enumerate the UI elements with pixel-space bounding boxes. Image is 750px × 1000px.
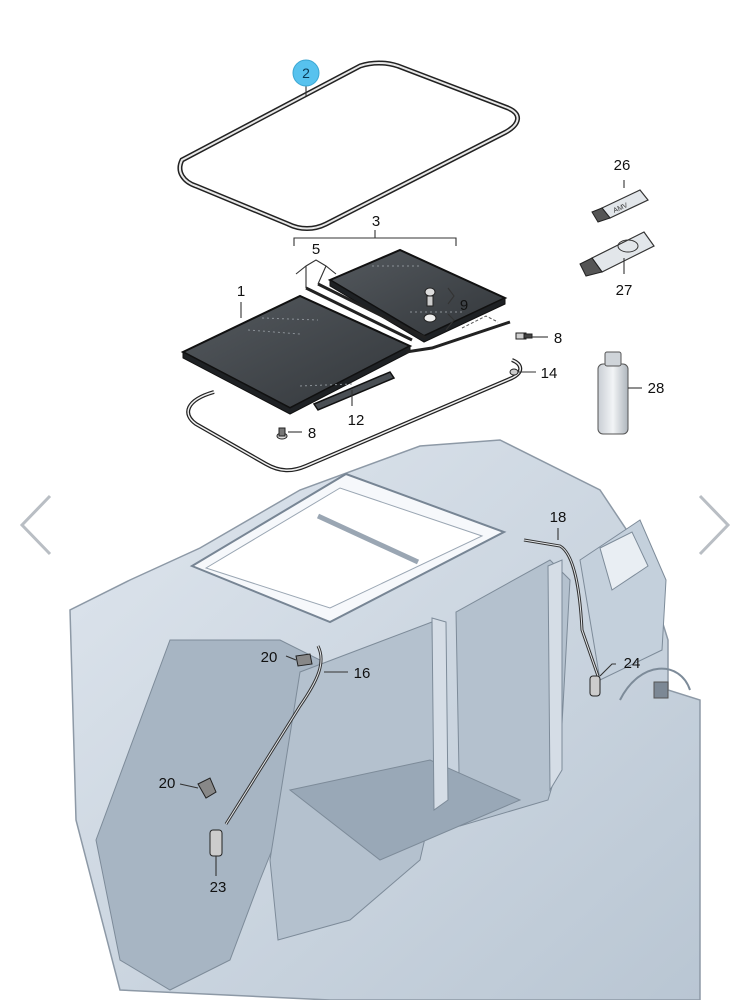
callout-16[interactable]: 16: [354, 665, 371, 682]
sealant-tube-27: [579, 231, 655, 277]
roof-seal: [177, 60, 520, 231]
callout-1[interactable]: 1: [237, 283, 245, 300]
callout-18[interactable]: 18: [550, 509, 567, 526]
callout-2[interactable]: 2: [302, 65, 310, 81]
drain-valve-23: [209, 829, 223, 857]
callout-5[interactable]: 5: [312, 241, 320, 258]
callout-8-right[interactable]: 8: [554, 330, 562, 347]
callout-23[interactable]: 23: [210, 879, 227, 896]
panel-seal-strips: [305, 282, 511, 354]
drain-valve-24: [589, 675, 601, 697]
cleaner-bottle-28: [597, 351, 629, 435]
grommet-20-lower: [197, 777, 217, 799]
callout-14[interactable]: 14: [541, 365, 558, 382]
callout-26[interactable]: 26: [614, 157, 631, 174]
callout-3[interactable]: 3: [372, 213, 380, 230]
leader-lines: [179, 84, 642, 876]
callout-12[interactable]: 12: [348, 412, 365, 429]
drain-hose-16: [224, 645, 323, 825]
sealant-tube-26: AMV: [591, 189, 649, 223]
drain-hose-18: [523, 538, 600, 677]
fastener-set-9: [423, 287, 499, 329]
vehicle-body: [69, 439, 701, 1000]
callout-20-lower[interactable]: 20: [159, 775, 176, 792]
frame-seal: [186, 358, 523, 473]
screw-8-left: [276, 427, 288, 440]
front-glass-panel: [180, 294, 413, 415]
callout-27[interactable]: 27: [616, 282, 633, 299]
chevron-left-icon: [19, 494, 52, 556]
screw-8-right: [515, 332, 533, 340]
callout-20-upper[interactable]: 20: [261, 649, 278, 666]
callout-8-left[interactable]: 8: [308, 425, 316, 442]
next-image-button[interactable]: [692, 490, 736, 560]
previous-image-button[interactable]: [14, 490, 58, 560]
callout-9[interactable]: 9: [460, 297, 468, 314]
wind-deflector-strip: [312, 371, 396, 411]
chevron-right-icon: [698, 494, 731, 556]
callout-24[interactable]: 24: [624, 655, 641, 672]
callout-28[interactable]: 28: [648, 380, 665, 397]
callout-2-highlight[interactable]: [292, 59, 320, 87]
grommet-20-upper: [295, 653, 313, 667]
